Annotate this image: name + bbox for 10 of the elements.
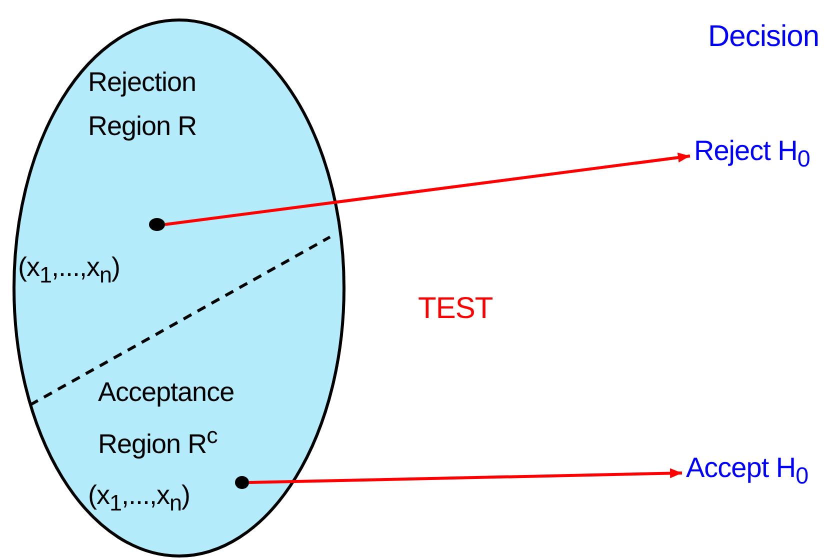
point-label: (x$_{1}$,...,x$_{n}$) (18, 252, 120, 288)
column-heading: Decision (708, 20, 820, 54)
test-label: TEST (418, 292, 493, 326)
decision-label: Accept H$_{0}$ (686, 452, 810, 490)
point-label: (x$_{1}$,...,x$_{n}$) (88, 480, 190, 516)
region-label: Acceptance Region R$^{c}$ (98, 376, 236, 461)
decision-label: Reject H$_{0}$ (694, 135, 811, 173)
arrow (164, 152, 690, 226)
region-label: Rejection Region R (88, 66, 198, 143)
arrow (248, 468, 682, 484)
